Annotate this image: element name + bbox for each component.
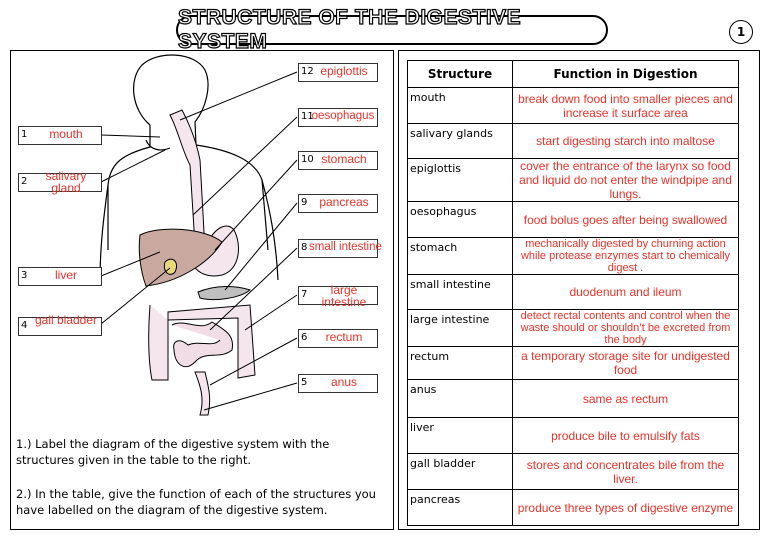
table-row: stomach mechanically digested by churnin… (407, 237, 739, 275)
label-answer: oesophagus (311, 110, 375, 122)
structure-cell: large intestine (407, 309, 513, 347)
structure-cell: liver (407, 417, 513, 454)
function-cell[interactable]: cover the entrance of the larynx so food… (512, 158, 739, 202)
page-title: STRUCTURE OF THE DIGESTIVE SYSTEM (177, 5, 522, 53)
label-number: 1 (21, 129, 28, 140)
label-answer: epiglottis (320, 64, 368, 78)
function-cell[interactable]: same as rectum (512, 379, 739, 418)
label-answer: anus (330, 375, 358, 389)
page-number: 1 (729, 20, 753, 44)
label-number: 8 (301, 242, 308, 253)
label-box-3[interactable]: 3 liver (18, 267, 102, 286)
table-row: epiglottis cover the entrance of the lar… (407, 158, 739, 202)
label-number: 6 (301, 332, 308, 343)
label-box-1[interactable]: 1 mouth (18, 126, 102, 145)
instruction-2: 2.) In the table, give the function of e… (16, 487, 376, 517)
digestive-system-diagram (99, 54, 298, 416)
function-cell[interactable]: mechanically digested by churning action… (512, 237, 739, 275)
diagram-panel (10, 50, 394, 530)
label-box-6[interactable]: 6 rectum (298, 329, 378, 348)
function-cell[interactable]: food bolus goes after being swallowed (512, 201, 739, 238)
table-row: anus same as rectum (407, 379, 739, 418)
structure-cell: pancreas (407, 489, 513, 526)
table-row: small intestine duodenum and ileum (407, 274, 739, 310)
function-cell[interactable]: produce bile to emulsify fats (512, 417, 739, 454)
structure-cell: small intestine (407, 274, 513, 310)
label-answer: large intestine (321, 283, 367, 309)
label-number: 12 (301, 66, 314, 77)
instruction-1: 1.) Label the diagram of the digestive s… (16, 437, 330, 467)
label-box-2[interactable]: 2 salivary gland (18, 169, 102, 195)
label-answer: liver (54, 268, 77, 282)
label-number: 10 (301, 154, 314, 165)
label-number: 7 (301, 289, 308, 300)
table-row: salivary glands start digesting starch i… (407, 123, 739, 159)
table-header-row: Structure Function in Digestion (407, 60, 739, 88)
label-number: 4 (21, 320, 28, 331)
table-row: liver produce bile to emulsify fats (407, 417, 739, 454)
function-cell[interactable]: stores and concentrates bile from the li… (512, 453, 739, 490)
function-cell[interactable]: produce three types of digestive enzyme (512, 489, 739, 526)
function-cell[interactable]: start digesting starch into maltose (512, 123, 739, 159)
structure-cell: gall bladder (407, 453, 513, 490)
label-answer: small intestine (309, 241, 382, 253)
label-box-11[interactable]: 11 oesophagus (298, 108, 378, 127)
table-row: rectum a temporary storage site for undi… (407, 346, 739, 380)
structure-cell: anus (407, 379, 513, 418)
label-number: 11 (301, 111, 314, 122)
function-table: Structure Function in Digestion mouth br… (407, 60, 739, 526)
label-answer: pancreas (319, 195, 369, 209)
table-row: mouth break down food into smaller piece… (407, 87, 739, 124)
label-box-9[interactable]: 9 pancreas (298, 194, 378, 213)
table-panel (398, 50, 760, 530)
label-answer: salivary gland (45, 169, 87, 195)
function-cell[interactable]: a temporary storage site for undigested … (512, 346, 739, 380)
label-number: 3 (21, 270, 28, 281)
label-number: 5 (301, 377, 308, 388)
title-banner: STRUCTURE OF THE DIGESTIVE SYSTEM (176, 5, 608, 54)
label-box-10[interactable]: 10 stomach (298, 151, 378, 170)
table-row: gall bladder stores and concentrates bil… (407, 453, 739, 490)
function-cell[interactable]: detect rectal contents and control when … (512, 309, 739, 347)
function-cell[interactable]: duodenum and ileum (512, 274, 739, 310)
structure-cell: stomach (407, 237, 513, 275)
label-number: 9 (301, 197, 308, 208)
table-row: large intestine detect rectal contents a… (407, 309, 739, 347)
column-header-function: Function in Digestion (512, 60, 739, 88)
structure-cell: salivary glands (407, 123, 513, 159)
label-answer: stomach (321, 152, 367, 166)
label-box-7[interactable]: 7 large intestine (298, 283, 378, 309)
structure-cell: epiglottis (407, 158, 513, 202)
column-header-structure: Structure (407, 60, 513, 88)
label-box-12[interactable]: 12 epiglottis (298, 63, 378, 82)
label-answer: mouth (49, 127, 83, 141)
label-box-4[interactable]: 4 gall bladder (18, 313, 102, 336)
label-box-8[interactable]: 8 small intestine (298, 239, 382, 258)
table-row: pancreas produce three types of digestiv… (407, 489, 739, 526)
label-box-5[interactable]: 5 anus (298, 374, 378, 393)
structure-cell: mouth (407, 87, 513, 124)
table-row: oesophagus food bolus goes after being s… (407, 201, 739, 238)
label-answer: rectum (325, 330, 363, 344)
structure-cell: oesophagus (407, 201, 513, 238)
label-number: 2 (21, 176, 28, 187)
label-answer: gall bladder (34, 313, 98, 327)
function-cell[interactable]: break down food into smaller pieces and … (512, 87, 739, 124)
structure-cell: rectum (407, 346, 513, 380)
